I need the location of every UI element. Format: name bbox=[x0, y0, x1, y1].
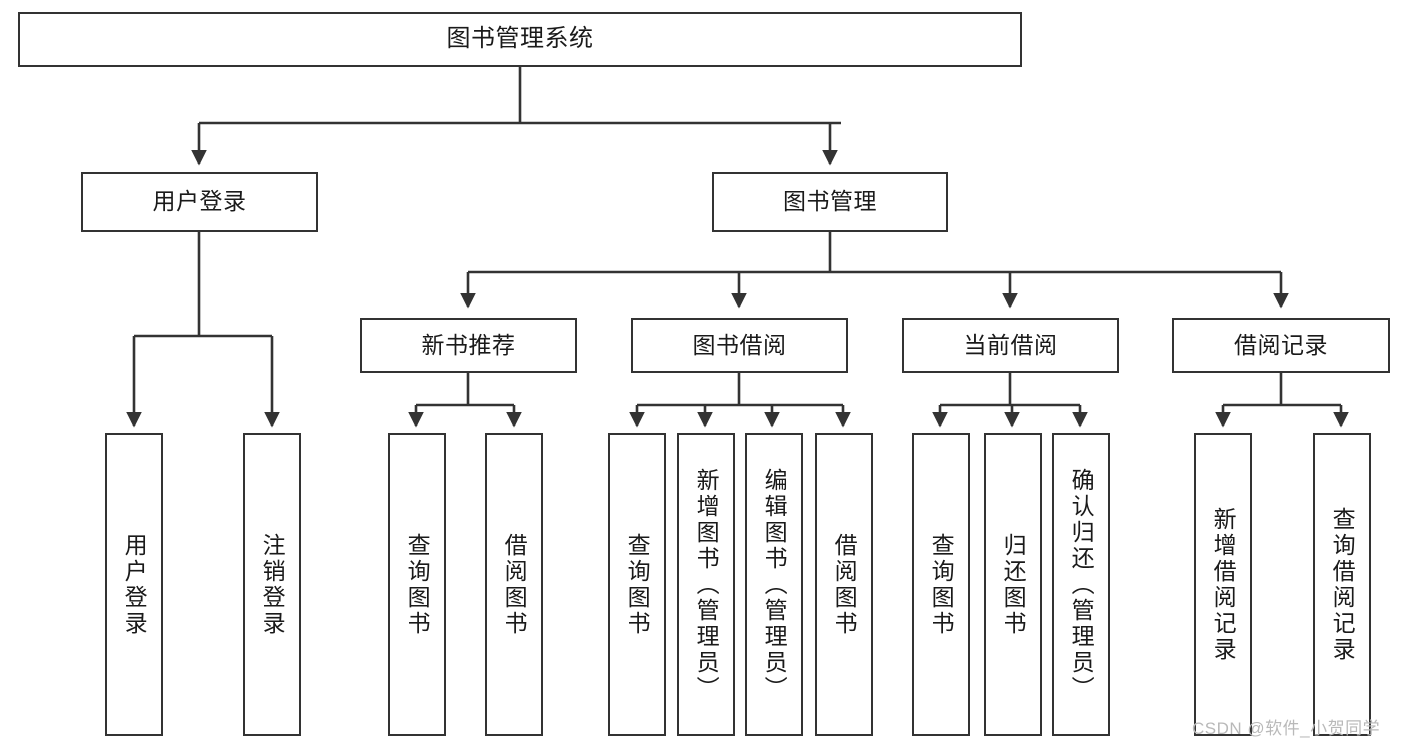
leaf-user-login-signin[interactable]: 用户登录 bbox=[105, 433, 163, 736]
leaf-current-return-book[interactable]: 归还图书 bbox=[984, 433, 1042, 736]
leaf-new-book-query-label: 查询图书 bbox=[404, 532, 431, 637]
leaf-current-query-book-label: 查询图书 bbox=[928, 532, 955, 637]
leaf-records-add-record[interactable]: 新增借阅记录 bbox=[1194, 433, 1252, 736]
leaf-user-login-signout[interactable]: 注销登录 bbox=[243, 433, 301, 736]
leaf-current-confirm-return-admin-label: 确认归还（管理员） bbox=[1068, 467, 1095, 702]
leaf-borrow-add-book-admin-label: 新增图书（管理员） bbox=[693, 467, 720, 702]
leaf-new-book-borrow[interactable]: 借阅图书 bbox=[485, 433, 543, 736]
node-borrow-records-label: 借阅记录 bbox=[1234, 331, 1328, 358]
leaf-borrow-query-book[interactable]: 查询图书 bbox=[608, 433, 666, 736]
leaf-current-return-book-label: 归还图书 bbox=[1000, 532, 1027, 637]
leaf-records-add-record-label: 新增借阅记录 bbox=[1210, 506, 1237, 663]
leaf-user-login-signin-label: 用户登录 bbox=[121, 532, 148, 637]
leaf-borrow-add-book-admin[interactable]: 新增图书（管理员） bbox=[677, 433, 735, 736]
leaf-records-query-record[interactable]: 查询借阅记录 bbox=[1313, 433, 1371, 736]
node-user-login[interactable]: 用户登录 bbox=[81, 172, 318, 232]
node-book-management[interactable]: 图书管理 bbox=[712, 172, 948, 232]
node-borrow-records[interactable]: 借阅记录 bbox=[1172, 318, 1390, 373]
leaf-borrow-edit-book-admin[interactable]: 编辑图书（管理员） bbox=[745, 433, 803, 736]
leaf-current-query-book[interactable]: 查询图书 bbox=[912, 433, 970, 736]
node-book-borrow[interactable]: 图书借阅 bbox=[631, 318, 848, 373]
csdn-watermark: CSDN @软件_小贺同学 bbox=[1192, 719, 1381, 738]
node-new-book-recommend[interactable]: 新书推荐 bbox=[360, 318, 577, 373]
leaf-current-confirm-return-admin[interactable]: 确认归还（管理员） bbox=[1052, 433, 1110, 736]
node-new-book-recommend-label: 新书推荐 bbox=[421, 331, 516, 358]
node-root-label: 图书管理系统 bbox=[446, 25, 594, 53]
leaf-borrow-borrow-book[interactable]: 借阅图书 bbox=[815, 433, 873, 736]
node-book-borrow-label: 图书借阅 bbox=[692, 331, 787, 358]
leaf-user-login-signout-label: 注销登录 bbox=[259, 532, 286, 637]
leaf-borrow-borrow-book-label: 借阅图书 bbox=[831, 532, 858, 637]
leaf-new-book-borrow-label: 借阅图书 bbox=[501, 532, 528, 637]
node-root[interactable]: 图书管理系统 bbox=[18, 12, 1022, 67]
node-current-borrow[interactable]: 当前借阅 bbox=[902, 318, 1119, 373]
leaf-new-book-query[interactable]: 查询图书 bbox=[388, 433, 446, 736]
leaf-records-query-record-label: 查询借阅记录 bbox=[1329, 506, 1356, 663]
node-current-borrow-label: 当前借阅 bbox=[963, 331, 1058, 358]
node-user-login-label: 用户登录 bbox=[152, 188, 247, 215]
node-book-management-label: 图书管理 bbox=[783, 188, 877, 215]
leaf-borrow-query-book-label: 查询图书 bbox=[624, 532, 651, 637]
leaf-borrow-edit-book-admin-label: 编辑图书（管理员） bbox=[761, 467, 788, 702]
